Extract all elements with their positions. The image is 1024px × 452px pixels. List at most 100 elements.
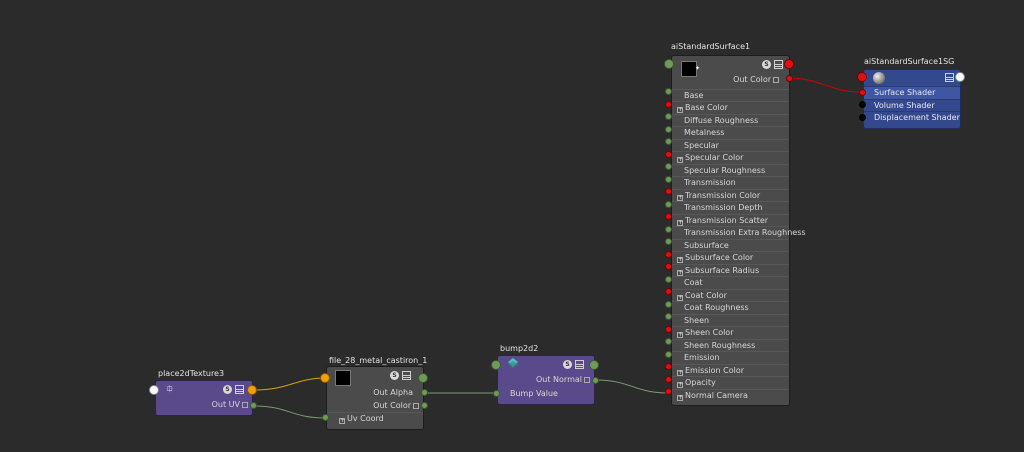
ai-surface-header[interactable]: ✦ S — [672, 56, 789, 78]
circle-s-icon[interactable]: S — [563, 360, 572, 369]
attr-row[interactable]: +Sheen Color — [672, 326, 789, 339]
expand-icon[interactable]: + — [677, 381, 684, 388]
expand-icon[interactable] — [242, 402, 248, 408]
attr-input-port[interactable] — [665, 150, 672, 158]
attr-input-port[interactable] — [665, 338, 672, 345]
attr-input-port[interactable] — [665, 225, 672, 233]
circle-s-icon[interactable]: S — [762, 60, 771, 69]
expand-icon[interactable]: + — [339, 417, 346, 424]
attr-input-port[interactable] — [665, 275, 672, 283]
attr-row[interactable]: Specular — [672, 138, 789, 152]
attr-row[interactable]: Specular Roughness — [672, 163, 789, 177]
attr-input-port[interactable] — [665, 113, 672, 120]
attr-input-port[interactable] — [665, 288, 672, 295]
attr-input-port[interactable] — [665, 163, 672, 170]
place2d-texture-node[interactable]: ⯐ S Out UV — [155, 380, 253, 416]
sg-output-port[interactable] — [955, 72, 965, 82]
expand-icon[interactable]: + — [677, 368, 684, 376]
attr-row[interactable]: +Coat Color — [672, 288, 789, 302]
attr-input-port[interactable] — [665, 313, 672, 320]
attr-input-port[interactable] — [665, 363, 672, 370]
attr-row[interactable]: +Emission Color — [672, 363, 789, 377]
out-uv-port[interactable] — [250, 402, 257, 409]
attr-input-port[interactable] — [665, 188, 672, 195]
attr-input-port[interactable] — [665, 200, 672, 208]
layout-icon[interactable] — [575, 360, 584, 369]
attr-input-port[interactable] — [665, 238, 672, 245]
attr-row[interactable]: +Opacity — [672, 376, 789, 389]
attr-input-port[interactable] — [665, 88, 672, 95]
uv-coord-port[interactable] — [322, 414, 329, 421]
place2d-header[interactable]: ⯐ S — [156, 381, 252, 399]
bump-output-port[interactable] — [589, 360, 599, 370]
attr-row[interactable]: +Transmission Color — [672, 188, 789, 202]
bump-value-row[interactable]: Bump Value — [498, 386, 594, 400]
expand-icon[interactable]: + — [677, 218, 684, 226]
attr-row[interactable]: +Subsurface Color — [672, 251, 789, 264]
sg-header[interactable] — [864, 70, 960, 86]
attr-input-port[interactable] — [665, 213, 672, 220]
surface-shader-row[interactable]: Surface Shader — [864, 86, 960, 99]
circle-s-icon[interactable]: S — [390, 371, 399, 380]
file-input-port[interactable] — [320, 373, 330, 383]
expand-icon[interactable] — [584, 377, 590, 383]
attr-input-port[interactable] — [665, 175, 672, 183]
attr-row[interactable]: Emission — [672, 351, 789, 364]
sg-input-port[interactable] — [857, 72, 867, 82]
out-normal-row[interactable]: Out Normal — [498, 374, 594, 387]
attr-row[interactable]: Sheen Roughness — [672, 338, 789, 352]
out-color-port[interactable] — [786, 75, 793, 82]
attr-input-port[interactable] — [665, 125, 672, 133]
wire-outnormal-to-normalcamera[interactable] — [595, 379, 669, 394]
out-color-row[interactable]: Out Color — [672, 74, 789, 87]
file-texture-node[interactable]: S Out Alpha Out Color +Uv Coord — [326, 366, 424, 430]
out-alpha-port[interactable] — [421, 389, 428, 396]
expand-icon[interactable]: + — [677, 256, 684, 263]
ai-surface-input-port[interactable] — [664, 59, 674, 69]
uv-coord-row[interactable]: +Uv Coord — [327, 412, 423, 425]
layout-icon[interactable] — [774, 60, 783, 69]
out-alpha-row[interactable]: Out Alpha — [327, 387, 423, 400]
attr-input-port[interactable] — [665, 388, 672, 395]
attr-row[interactable]: Sheen — [672, 313, 789, 327]
attr-input-port[interactable] — [665, 350, 672, 358]
attr-row[interactable]: Coat Roughness — [672, 301, 789, 314]
bump2d-node[interactable]: S Out Normal Bump Value — [497, 355, 595, 405]
bump-input-port[interactable] — [491, 360, 501, 370]
expand-icon[interactable]: + — [677, 106, 684, 113]
volume-shader-row[interactable]: Volume Shader — [864, 98, 960, 112]
displacement-shader-row[interactable]: Displacement Shader — [864, 111, 960, 124]
attr-input-port[interactable] — [665, 300, 672, 308]
out-normal-port[interactable] — [592, 377, 599, 384]
file-out-color-port[interactable] — [421, 402, 428, 409]
attr-row[interactable]: Transmission — [672, 176, 789, 189]
attr-input-port[interactable] — [665, 250, 672, 258]
layout-icon[interactable] — [402, 371, 411, 380]
wire-place2d-to-file[interactable] — [252, 377, 327, 391]
attr-row[interactable]: +Subsurface Radius — [672, 263, 789, 277]
circle-s-icon[interactable]: S — [223, 385, 232, 394]
wire-outcolor-to-surfaceshader[interactable] — [788, 77, 861, 93]
layout-icon[interactable] — [235, 385, 244, 394]
attr-row[interactable]: +Specular Color — [672, 151, 789, 164]
attr-row[interactable]: Coat — [672, 276, 789, 289]
out-uv-row[interactable]: Out UV — [156, 399, 252, 412]
attr-input-port[interactable] — [665, 325, 672, 333]
bump-header[interactable]: S — [498, 356, 594, 374]
attr-row[interactable]: +Base Color — [672, 101, 789, 114]
expand-icon[interactable] — [413, 402, 419, 409]
file-out-color-row[interactable]: Out Color — [327, 400, 423, 413]
expand-icon[interactable]: + — [677, 331, 684, 338]
place2d-output-port[interactable] — [247, 385, 257, 395]
attr-input-port[interactable] — [665, 375, 672, 383]
expand-icon[interactable] — [773, 77, 779, 83]
volume-shader-port[interactable] — [859, 101, 866, 108]
attr-row[interactable]: Base — [672, 88, 789, 102]
file-output-port[interactable] — [418, 373, 428, 383]
attr-input-port[interactable] — [665, 138, 672, 145]
expand-icon[interactable]: + — [677, 393, 684, 401]
layout-icon[interactable] — [945, 73, 954, 82]
expand-icon[interactable]: + — [677, 293, 684, 301]
attr-row[interactable]: Metalness — [672, 126, 789, 139]
surface-shader-port[interactable] — [859, 89, 866, 96]
